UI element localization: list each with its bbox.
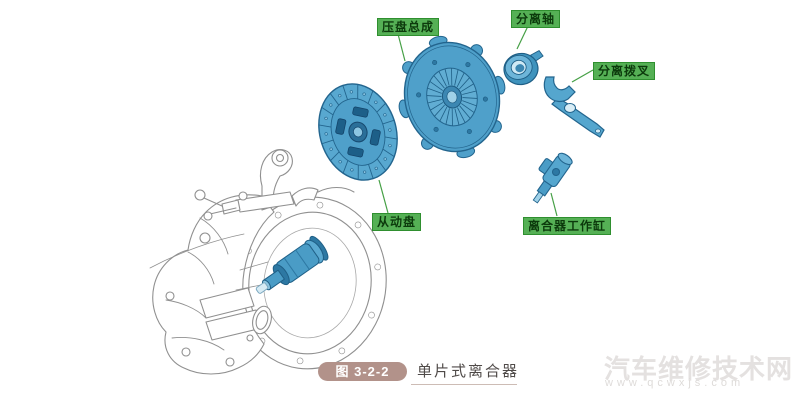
clutch-cylinder-part: [532, 152, 573, 204]
part-label-clutch-cylinder: 离合器工作缸: [523, 217, 612, 235]
release-fork-part: [543, 76, 605, 138]
leader-release-fork: [571, 69, 594, 83]
leader-clutch-cylinder: [550, 192, 558, 217]
caption-underline: [411, 384, 517, 385]
gearbox-body: [149, 194, 275, 375]
leader-pressure-plate: [397, 33, 406, 62]
transaxle-drawing: [149, 149, 387, 375]
watermark-site-name: 汽车维修技术网: [604, 354, 794, 384]
watermark-site-url: www.qcwxjs.com: [605, 377, 745, 389]
fork-pivot-hole: [564, 103, 576, 113]
bell-housing: [233, 196, 387, 370]
cover-bolts: [416, 59, 488, 135]
leader-driven-plate: [378, 179, 389, 214]
part-label-release-bearing: 分离轴: [511, 10, 561, 28]
part-label-pressure-plate: 压盘总成: [377, 18, 440, 36]
caption-tag-pill: 图 3-2-2: [318, 362, 407, 381]
release-bearing-part: [503, 49, 544, 86]
disc-rivets: [324, 90, 392, 174]
leader-release-bearing: [516, 25, 529, 50]
leader-lines: [378, 25, 594, 217]
disc-spring-windows: [335, 106, 381, 158]
part-label-release-fork: 分离拨叉: [593, 62, 656, 80]
shift-linkage: [194, 149, 355, 221]
pressure-plate-part: [398, 35, 506, 159]
input-shaft: [255, 235, 329, 294]
driven-plate-part: [318, 83, 398, 181]
caption-title: 单片式离合器: [417, 363, 520, 380]
disc-friction-segments: [318, 84, 398, 180]
diaphragm-fingers: [426, 68, 478, 126]
part-label-driven-plate: 从动盘: [372, 213, 422, 231]
